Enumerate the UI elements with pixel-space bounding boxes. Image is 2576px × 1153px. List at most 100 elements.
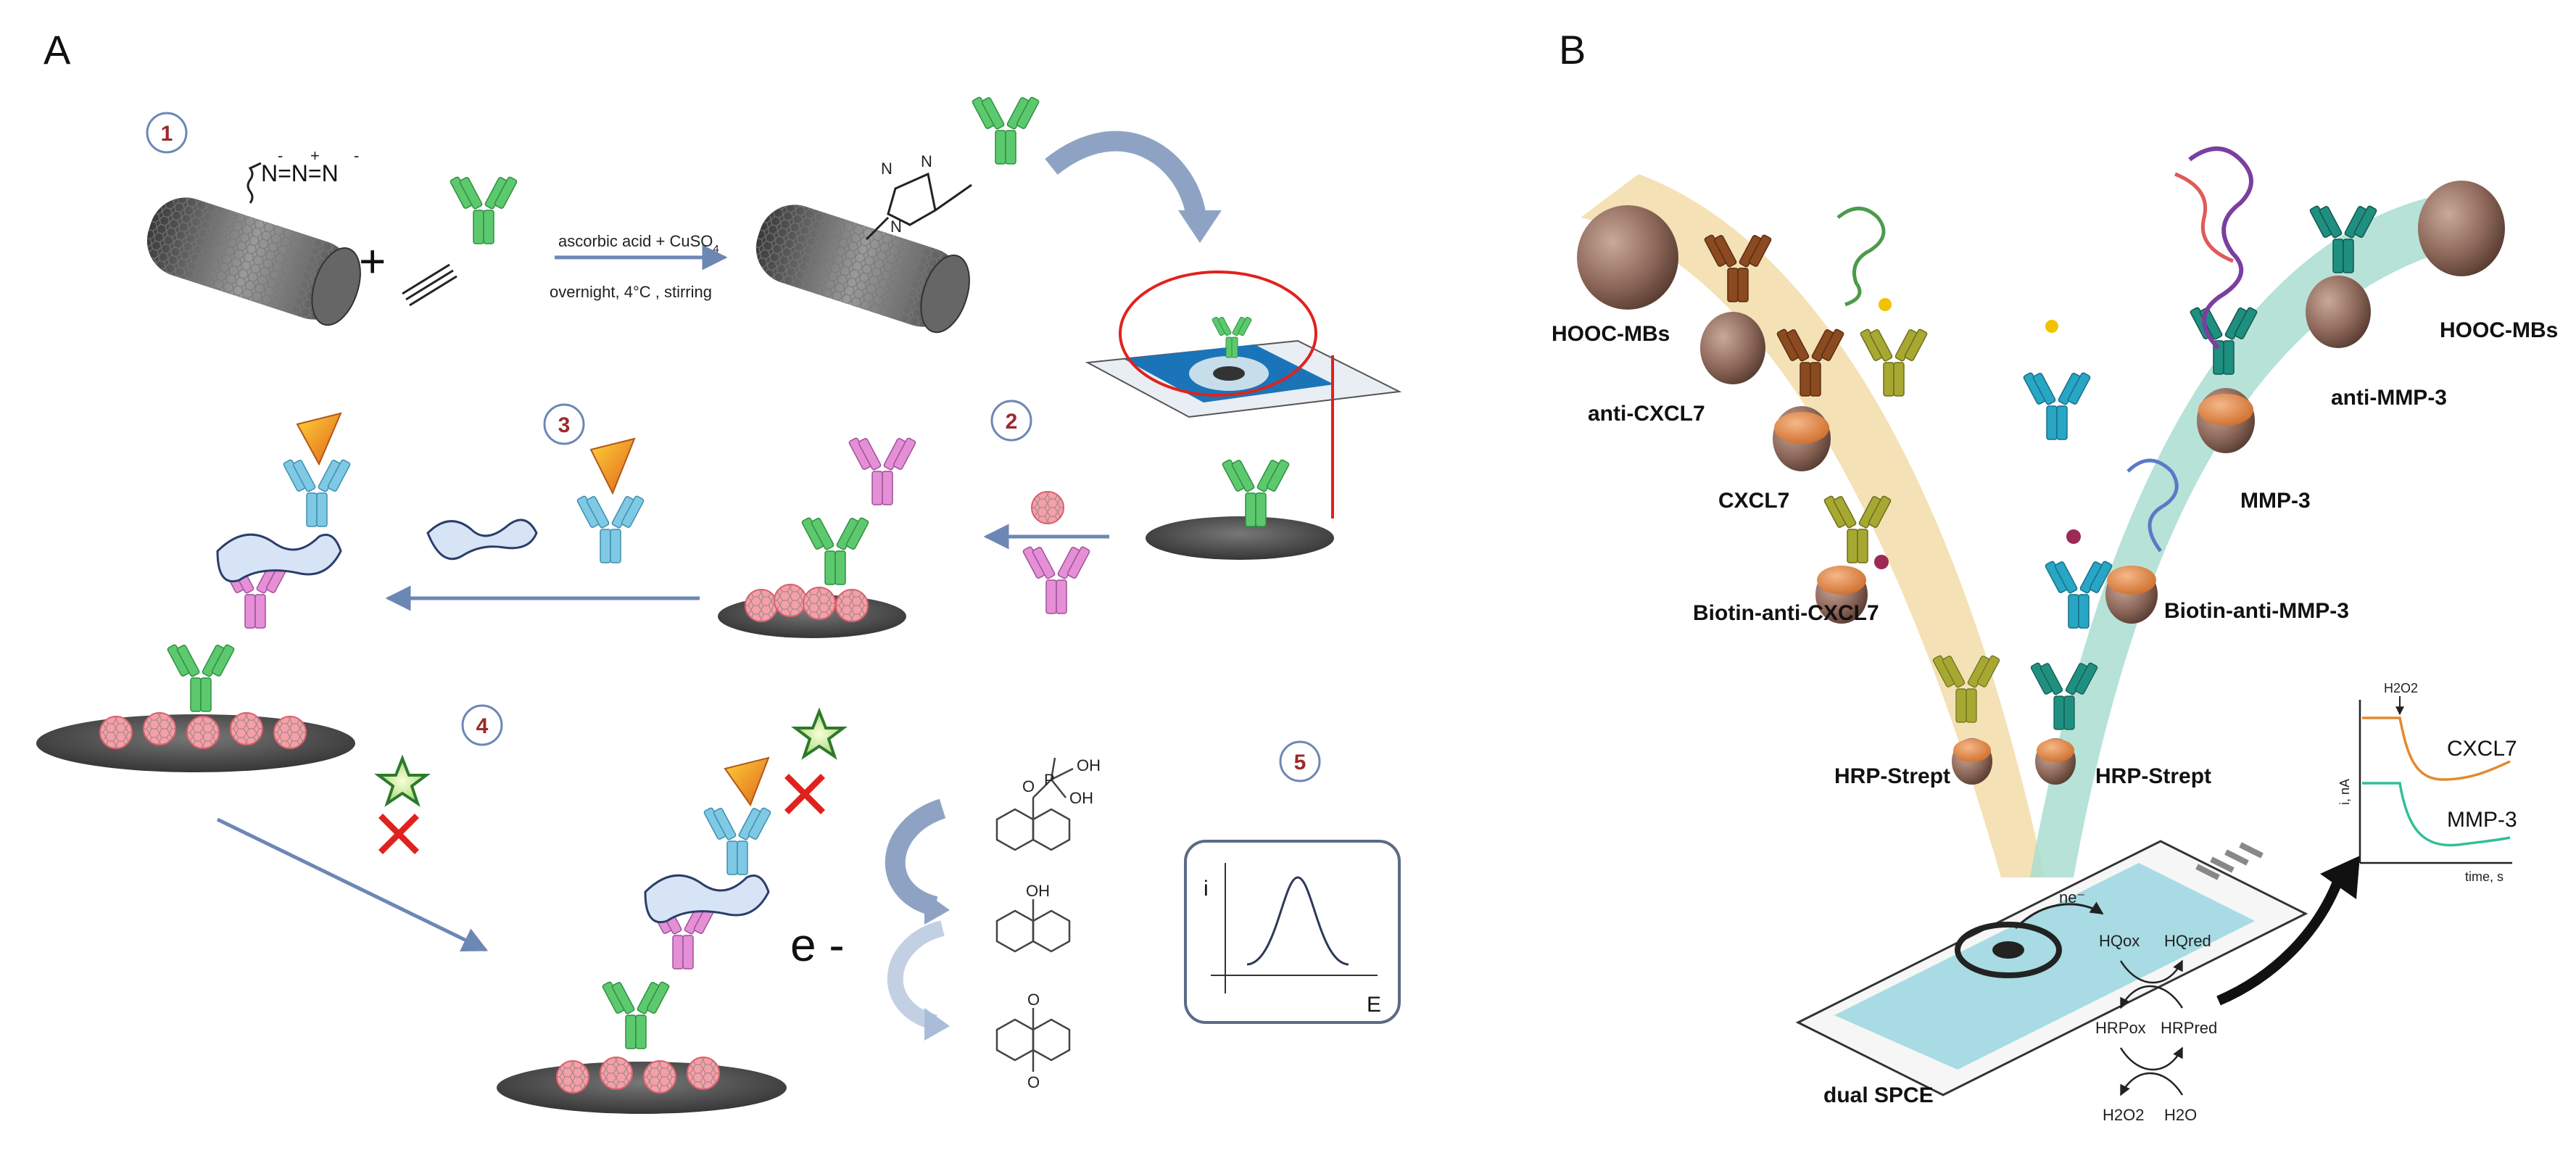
naphthoquinone-structure [995,1008,1071,1072]
biotin-dot-left [1879,298,1892,311]
mmp3-trace [2362,782,2511,847]
mmp3-label: MMP-3 [2240,489,2311,513]
svg-text:OH: OH [1069,789,1093,807]
alkyne-antibody [402,175,518,307]
magnetic-bead-right [2418,181,2505,276]
hrp-ox-label: HRPox [2095,1019,2146,1037]
svg-text:E: E [1367,993,1381,1017]
substrate-star [377,757,428,805]
cxcl7-trace [2362,716,2511,781]
reaction-condition-bottom: overnight, 4°C , stirring [550,283,712,301]
naphthol-structure [995,899,1071,953]
redox-arrow-1 [2119,959,2184,984]
hrp-red-label: HRPred [2161,1019,2217,1037]
step-1-badge: 1 [146,112,188,154]
target-protein-ribbon [426,518,538,561]
carbon-nanotube-azide: N=N=N - + - [146,146,361,326]
svg-text:4: 4 [476,714,489,738]
svg-text:N: N [921,152,932,170]
cxcl7-ribbon [1836,207,1886,307]
step-4-badge: 4 [461,704,503,746]
svg-text:i: i [1204,877,1209,901]
amperometric-inset: H2O2 CXCL7 MMP-3 i, nA time, s [2337,681,2517,884]
step-3-assembly [36,412,355,772]
teal-band [2030,196,2494,877]
cxcl7-label: CXCL7 [1718,489,1789,513]
svg-text:O: O [1027,991,1040,1009]
dual-spce [1795,840,2308,1096]
plus-sign: + [359,235,386,287]
magnetic-bead-left [1577,205,1678,310]
screen-printed-electrode [1085,270,1402,518]
panel-label-a: A [44,27,71,73]
step-4-arrow [216,817,489,952]
step-2-badge: 2 [990,400,1032,442]
svg-text:1: 1 [161,122,173,146]
svg-text:P: P [1044,771,1055,789]
h2o-label: H2O [2164,1106,2197,1124]
redox-cycle-arrows [885,798,950,1041]
svg-text:OH: OH [1026,882,1050,900]
svg-text:5: 5 [1294,751,1306,774]
biotin-anti-mmp3-label: Biotin-anti-MMP-3 [2164,599,2349,623]
hrp-strept-right-label: HRP-Strept [2095,764,2211,788]
step-5-badge: 5 [1279,740,1321,782]
redox-arrow-4 [2119,1072,2184,1096]
svg-text:2: 2 [1006,410,1018,434]
cyan-antibody [2022,371,2092,440]
hrp-blob-5 [1953,739,1991,762]
svg-text:i, nA: i, nA [2337,779,2352,805]
h2o2-label: H2O2 [2103,1106,2144,1124]
hooc-mbs-right-label: HOOC-MBs [2440,318,2558,342]
bead-anti-mmp3 [2306,276,2371,348]
naphthyl-phosphate-structure [995,757,1074,851]
azide-charge-minus-2: - [354,146,359,165]
hq-ox-label: HQox [2099,932,2140,950]
hrp-dot-right [2066,529,2081,544]
ne-label: ne⁻ [2059,888,2085,906]
mmp3-ribbon [2188,146,2253,350]
hrp-blob-1 [1774,412,1829,444]
final-assembly [497,710,845,1114]
pink-antibody [1022,545,1091,614]
hrp-blob-3 [2198,394,2253,426]
svg-text:CXCL7: CXCL7 [2447,737,2517,761]
step-3-badge: 3 [543,403,585,445]
readout-arrow [2216,868,2347,1006]
azide-label: N=N=N [261,160,339,186]
redox-arrow-3 [2119,1046,2184,1071]
svg-text:N: N [881,160,893,178]
reaction-condition-top: ascorbic acid + CuSO4 [558,232,719,255]
anti-cxcl7-label: anti-CXCL7 [1588,402,1705,426]
blocked-x [378,814,419,854]
electron-label: e - [790,919,845,971]
svg-text:OH: OH [1077,756,1101,774]
dual-spce-label: dual SPCE [1823,1083,1934,1107]
svg-text:3: 3 [558,413,571,437]
hrp-strept-left-label: HRP-Strept [1834,764,1950,788]
tan-band [1581,174,2045,877]
bead-anti-cxcl7 [1700,312,1765,384]
svg-text:O: O [1022,777,1035,795]
modified-electrode-disk [1146,458,1334,560]
svg-text:O: O [1027,1073,1040,1091]
hrp-blob-2 [1817,566,1866,595]
azide-charge-minus: - [278,146,283,165]
zoom-circle [1119,270,1317,397]
hrp-blob-4 [2107,566,2156,595]
biotin-dot-right [2045,320,2058,333]
step-2-disk [718,437,917,638]
azide-charge-plus: + [310,146,320,165]
transfer-arrow [1045,131,1206,220]
voltammogram-box: i E [1184,840,1401,1024]
hooc-mbs-left-label: HOOC-MBs [1552,322,1670,346]
detection-antibody-tag [576,437,645,563]
svg-text:N: N [890,218,902,236]
panel-label-b: B [1559,27,1586,73]
carbon-nanotube-conjugate: N N N [755,96,1040,334]
svg-text:H2O2: H2O2 [2384,681,2418,695]
hrp-dot-left [1874,555,1889,569]
svg-text:MMP-3: MMP-3 [2447,808,2517,832]
anti-mmp3-label: anti-MMP-3 [2331,386,2447,410]
